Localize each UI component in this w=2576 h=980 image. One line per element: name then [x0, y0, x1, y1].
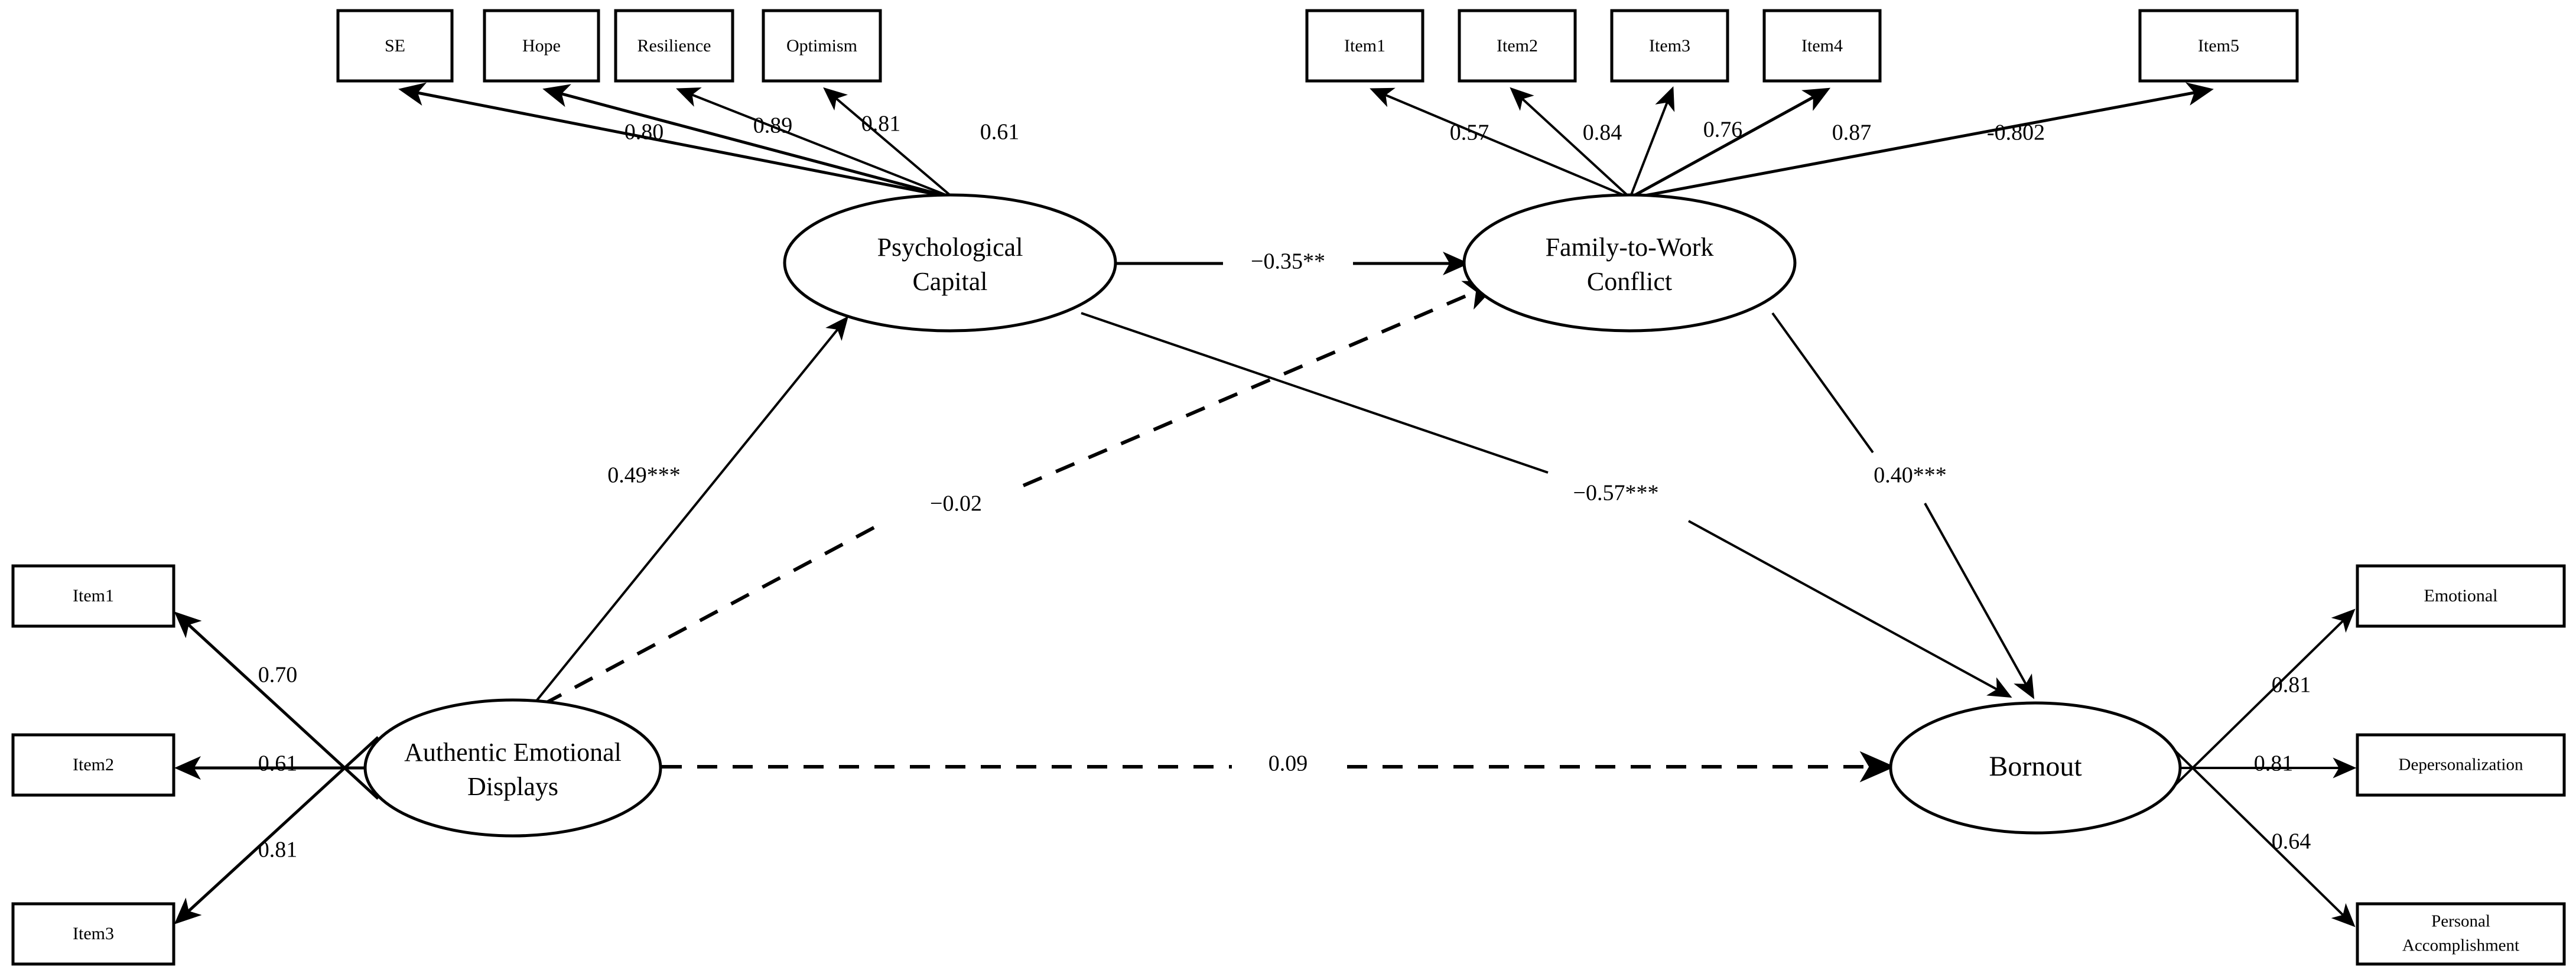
indicator-label-fwc-item3: Item3: [1649, 36, 1690, 56]
loading-path-fwc-item5: [1635, 82, 2214, 199]
structural-path-fwc-to-burnout-seg1: [1771, 312, 1874, 454]
latent-label-psychological-capital-line1: Psychological: [877, 233, 1023, 262]
latent-label-authentic-emotional-displays-line1: Authentic Emotional: [404, 738, 622, 767]
indicator-box-fwc-item2[interactable]: [1458, 9, 1577, 83]
indicator-box-fwc-item4[interactable]: [1762, 9, 1882, 83]
loading-path-fwc-item1: [1370, 87, 1627, 197]
indicator-label-aed-item2: Item2: [73, 755, 114, 774]
indicator-label-fwc-item2: Item2: [1497, 36, 1538, 56]
structural-paths: [534, 252, 2035, 783]
indicator-label-aed-item3: Item3: [73, 924, 114, 943]
structural-path-fwc-to-burnout-seg2: [1924, 503, 2035, 699]
loading-value-fwc-item3: 0.76: [1703, 118, 1743, 142]
indicator-label-aed-item1: Item1: [73, 586, 114, 605]
loading-value-aed-item3: 0.81: [258, 838, 298, 862]
indicator-label-fwc-item5: Item5: [2198, 36, 2239, 56]
latent-node-burnout[interactable]: [1889, 701, 2182, 835]
structural-value-aed-to-burnout: 0.09: [1269, 751, 1308, 776]
loading-value-burnout-depersonalization: 0.81: [2254, 751, 2294, 776]
indicator-box-aed-item1[interactable]: [11, 564, 175, 628]
aed-indicator-boxes: Item1 Item2 Item3: [11, 564, 175, 966]
structural-value-fwc-to-burnout: 0.40***: [1874, 463, 1947, 488]
fwc-indicator-boxes: Item1 Item2 Item3 Item4 Item5: [1305, 9, 2299, 83]
burnout-indicator-boxes: Emotional Depersonalization Personal Acc…: [2356, 564, 2566, 966]
fwc-loading-paths: [1370, 82, 2214, 199]
loading-value-burnout-emotional: 0.81: [2272, 673, 2311, 698]
indicator-label-fwc-item1: Item1: [1344, 36, 1385, 56]
loading-value-psycap-optimism: 0.61: [980, 120, 1020, 145]
structural-path-aed-to-fwc-seg1: [542, 519, 887, 706]
structural-path-psycap-to-burnout-seg1: [1081, 312, 1549, 474]
loading-path-fwc-item2: [1510, 87, 1629, 197]
loading-value-fwc-item1: 0.57: [1450, 121, 1489, 145]
structural-value-aed-to-fwc: −0.02: [930, 491, 982, 516]
indicator-box-se[interactable]: [336, 9, 454, 83]
loading-path-psycap-optimism: [823, 87, 952, 197]
indicator-label-resilience: Resilience: [638, 36, 711, 56]
structural-value-aed-to-psycap: 0.49***: [607, 463, 681, 488]
latent-label-burnout: Bornout: [1989, 751, 2082, 782]
latent-node-authentic-emotional-displays[interactable]: [363, 698, 662, 838]
structural-path-aed-to-fwc-seg2: [1022, 281, 1500, 487]
loading-value-fwc-item4: 0.87: [1832, 121, 1872, 145]
loading-value-aed-item2: 0.61: [258, 751, 298, 776]
aed-loading-paths: [174, 611, 379, 924]
loading-path-burnout-emotional: [2161, 608, 2356, 799]
psycap-indicator-boxes: SE Hope Resilience Optimism: [336, 9, 882, 83]
loading-value-burnout-personal-accomplishment: 0.64: [2272, 829, 2311, 854]
latent-variable-nodes: Psychological Capital Family-to-Work Con…: [363, 193, 2182, 838]
loading-path-fwc-item3: [1629, 86, 1675, 197]
loading-path-fwc-item4: [1632, 87, 1831, 198]
loading-path-aed-item3: [174, 736, 379, 924]
indicator-box-emotional[interactable]: [2356, 564, 2566, 628]
indicator-box-resilience[interactable]: [614, 9, 734, 83]
indicator-box-fwc-item5[interactable]: [2138, 9, 2299, 83]
indicator-label-personal-accomplishment-line1: Personal: [2431, 912, 2490, 931]
structural-value-psycap-to-burnout: −0.57***: [1573, 481, 1659, 506]
indicator-label-personal-accomplishment-line2: Accomplishment: [2402, 936, 2519, 955]
latent-label-authentic-emotional-displays-line2: Displays: [467, 772, 558, 801]
loading-path-psycap-hope: [542, 84, 947, 198]
latent-node-family-to-work-conflict[interactable]: [1462, 193, 1797, 333]
indicator-box-hope[interactable]: [483, 9, 600, 83]
indicator-box-fwc-item1[interactable]: [1305, 9, 1424, 83]
loading-value-psycap-resilience: 0.81: [861, 112, 901, 136]
loading-path-psycap-se: [398, 82, 946, 198]
loading-value-fwc-item5: -0.802: [1987, 121, 2045, 145]
structural-path-aed-to-psycap: [534, 316, 849, 704]
structural-value-psycap-to-fwc: −0.35**: [1251, 249, 1325, 274]
loading-value-aed-item1: 0.70: [258, 663, 298, 688]
loading-path-burnout-personal-accomplishment: [2161, 737, 2356, 927]
loading-value-fwc-item2: 0.84: [1583, 121, 1622, 145]
indicator-box-personal-accomplishment[interactable]: [2356, 902, 2566, 966]
indicator-box-aed-item3[interactable]: [11, 902, 175, 966]
loading-value-psycap-se: 0.80: [625, 120, 664, 145]
indicator-box-optimism[interactable]: [762, 9, 882, 83]
loading-path-psycap-resilience: [676, 87, 949, 197]
indicator-label-se: SE: [385, 36, 405, 56]
indicator-box-depersonalization[interactable]: [2356, 733, 2566, 797]
structural-coefficient-labels: 0.49*** −0.35** −0.02 −0.57*** 0.40*** 0…: [607, 249, 1947, 776]
indicator-label-optimism: Optimism: [786, 36, 857, 56]
indicator-box-aed-item2[interactable]: [11, 733, 175, 797]
structural-path-psycap-to-burnout-seg2: [1688, 520, 2012, 698]
indicator-box-fwc-item3[interactable]: [1610, 9, 1729, 83]
indicator-label-hope: Hope: [522, 36, 561, 56]
indicator-label-depersonalization: Depersonalization: [2399, 756, 2523, 774]
latent-node-psychological-capital[interactable]: [783, 193, 1117, 333]
loading-value-psycap-hope: 0.89: [753, 113, 793, 138]
latent-label-family-to-work-conflict-line2: Conflict: [1587, 267, 1672, 296]
loading-coefficient-labels: 0.80 0.89 0.81 0.61 0.57 0.84 0.76 0.87 …: [258, 112, 2311, 862]
indicator-label-fwc-item4: Item4: [1801, 36, 1843, 56]
indicator-label-emotional: Emotional: [2424, 586, 2498, 605]
latent-label-family-to-work-conflict-line1: Family-to-Work: [1546, 233, 1714, 262]
psycap-loading-paths: [398, 82, 952, 198]
burnout-loading-paths: [2161, 608, 2357, 927]
latent-label-psychological-capital-line2: Capital: [912, 267, 987, 296]
